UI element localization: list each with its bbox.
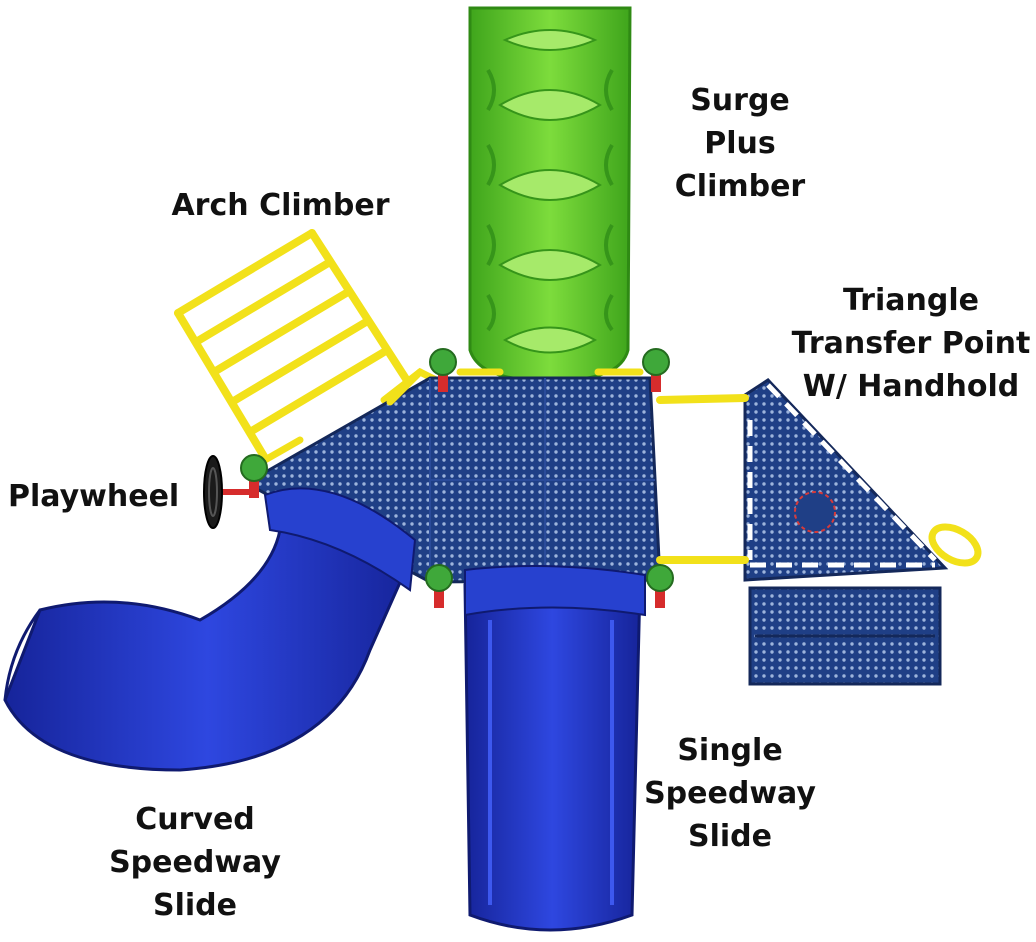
label-surge-plus-climber: Surge Plus Climber: [640, 79, 840, 208]
label-line: Climber: [674, 169, 806, 204]
curved-speedway-slide: [3, 487, 417, 772]
label-line: Slide: [153, 888, 237, 923]
surge-plus-climber: [468, 6, 632, 382]
arch-climber: [174, 229, 444, 464]
single-speedway-slide: [463, 565, 646, 932]
label-line: Transfer Point: [791, 326, 1031, 361]
label-single-speedway-slide: Single Speedway Slide: [630, 729, 830, 858]
label-line: Single: [677, 733, 783, 768]
label-line: Playwheel: [8, 479, 180, 514]
deck-rails: [386, 368, 644, 406]
label-line: Triangle: [843, 283, 979, 318]
label-curved-speedway-slide: Curved Speedway Slide: [95, 798, 295, 927]
label-line: Speedway: [644, 776, 816, 811]
label-line: Slide: [688, 819, 772, 854]
label-line: Speedway: [109, 845, 281, 880]
label-line: Surge: [690, 83, 790, 118]
playwheel: [203, 455, 250, 529]
label-line: Arch Climber: [171, 188, 390, 223]
label-line: Curved: [135, 802, 255, 837]
label-triangle-transfer-point: Triangle Transfer Point W/ Handhold: [786, 279, 1036, 408]
label-playwheel: Playwheel: [8, 475, 198, 518]
label-line: Plus: [704, 126, 776, 161]
triangle-transfer-point: [656, 378, 982, 686]
label-arch-climber: Arch Climber: [148, 184, 413, 227]
post-caps: [240, 348, 674, 608]
label-line: W/ Handhold: [802, 369, 1020, 404]
